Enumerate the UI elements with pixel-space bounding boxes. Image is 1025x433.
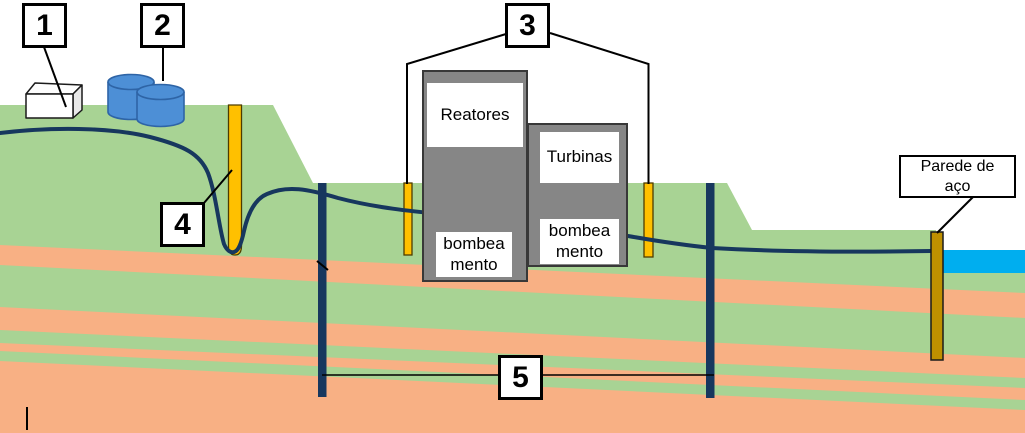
turbine-building: Turbinas bombea mento bbox=[527, 123, 628, 267]
callout-box-1: 1 bbox=[22, 3, 67, 48]
turbine-pumping-label: bombea mento bbox=[548, 221, 611, 261]
barrier-wall-left bbox=[318, 183, 327, 397]
groundwater-line bbox=[0, 126, 933, 255]
soil-stratum bbox=[0, 307, 1025, 378]
storage-tank-front-lid bbox=[136, 83, 185, 101]
callout-1-number: 1 bbox=[36, 8, 53, 42]
leader-line-3-left bbox=[406, 33, 507, 184]
turbines-label: Turbinas bbox=[546, 147, 613, 167]
barrier-wall-right bbox=[706, 183, 715, 398]
callout-4-number: 4 bbox=[174, 207, 191, 241]
facility-box-3d bbox=[25, 82, 83, 119]
subdrain-well-left bbox=[403, 182, 413, 256]
callout-box-5: 5 bbox=[498, 355, 543, 400]
leader-line-1 bbox=[43, 46, 67, 108]
callout-box-3: 3 bbox=[505, 3, 550, 48]
leader-line-3-right bbox=[549, 32, 650, 184]
callout-3-number: 3 bbox=[519, 8, 536, 42]
sea-water bbox=[936, 250, 1025, 273]
callout-box-4: 4 bbox=[160, 202, 205, 247]
steel-wall-annotation: Parede de aço bbox=[899, 155, 1016, 198]
turbine-hall-panel: Turbinas bbox=[540, 132, 619, 183]
leader-line-steel-wall bbox=[936, 196, 974, 234]
storage-tank-front bbox=[136, 92, 185, 128]
reactor-pumping-panel: bombea mento bbox=[436, 232, 512, 277]
reactor-building: Reatores bombea mento bbox=[422, 70, 528, 282]
callout-2-number: 2 bbox=[154, 8, 171, 42]
callout-box-2: 2 bbox=[140, 3, 185, 48]
bypass-well bbox=[227, 104, 243, 256]
reactor-hall-panel: Reatores bbox=[427, 83, 523, 147]
storage-tank-back-lid bbox=[107, 73, 155, 91]
subdrain-well-right bbox=[643, 182, 654, 258]
steel-wall-text: Parede de aço bbox=[920, 157, 995, 195]
steel-wall bbox=[930, 231, 944, 361]
reactor-pumping-label: bombea mento bbox=[443, 234, 505, 274]
callout-5-number: 5 bbox=[512, 360, 529, 394]
barrier-tick-mark bbox=[316, 260, 329, 271]
turbine-pumping-panel: bombea mento bbox=[540, 219, 619, 264]
leader-line-4 bbox=[203, 169, 233, 204]
reactors-label: Reatores bbox=[440, 104, 510, 124]
